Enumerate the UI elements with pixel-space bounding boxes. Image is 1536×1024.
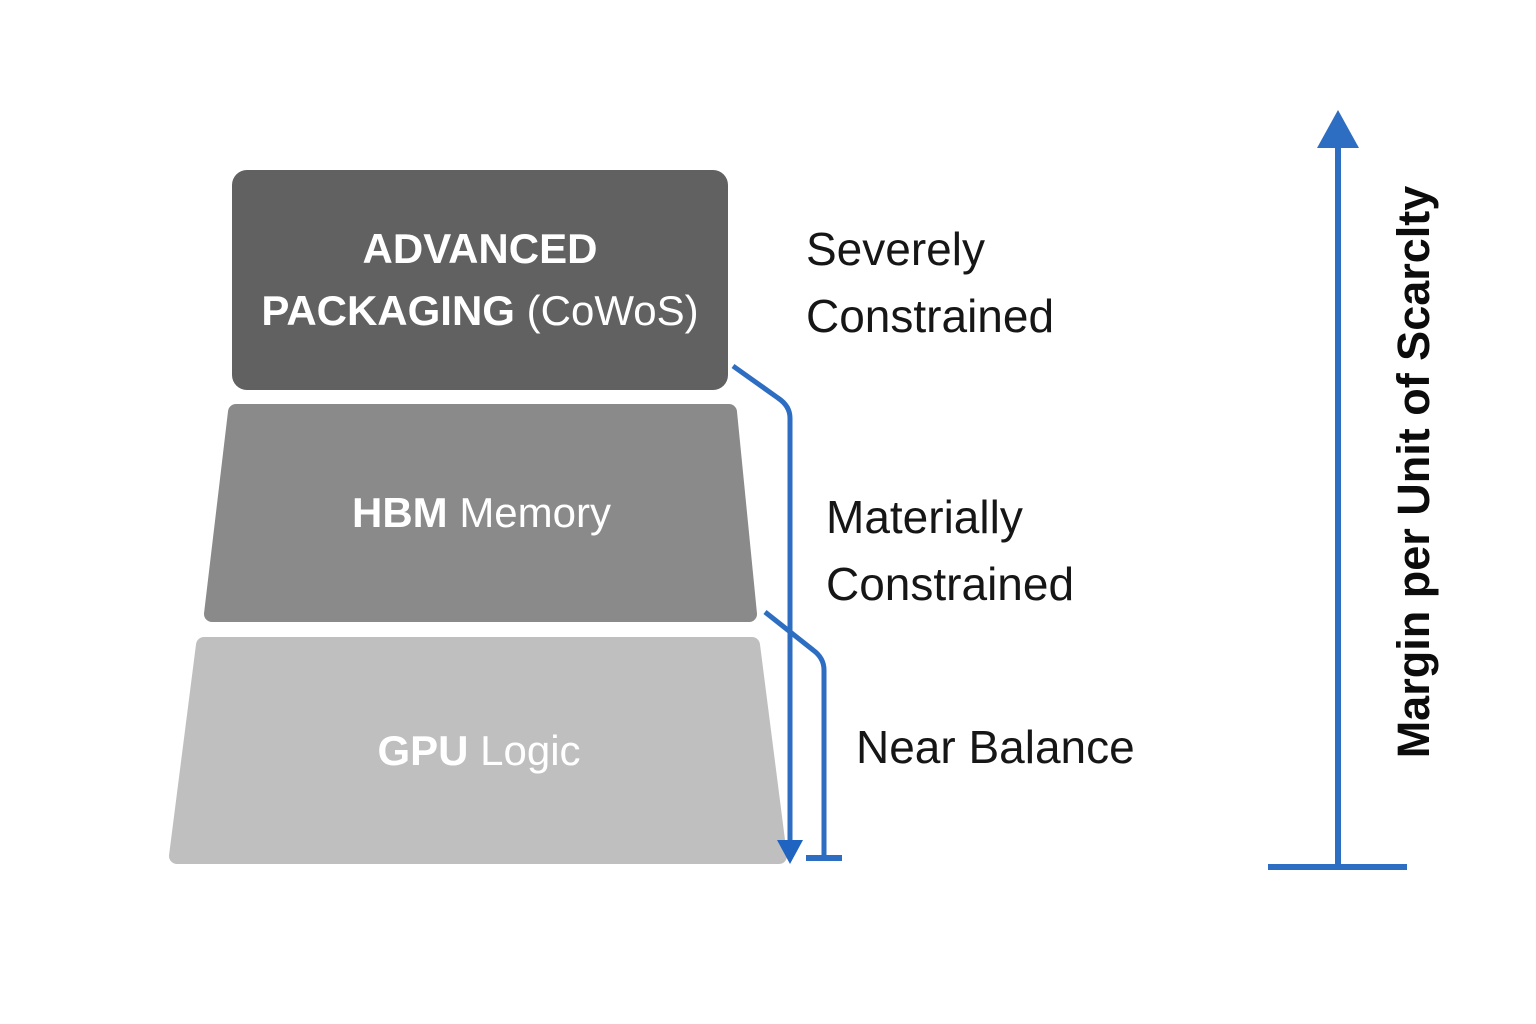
status-label-materially-constrained: Materially Constrained (826, 484, 1074, 618)
axis-label-margin-per-unit-of-scarcity: Margin per Unit of Scarclty (1388, 185, 1439, 759)
status-label-near-balance: Near Balance (856, 714, 1135, 781)
connector-line-top-block (731, 363, 793, 841)
gpu-logic-block (169, 637, 787, 864)
status-label-severely-constrained: Severely Constrained (806, 216, 1054, 350)
status-line: Constrained (806, 290, 1055, 342)
status-line: Materially (826, 491, 1023, 543)
down-arrowhead-icon (777, 840, 803, 864)
connector-line-middle-block (763, 610, 827, 856)
status-line: Near Balance (856, 721, 1135, 773)
advanced-packaging-block (232, 170, 728, 390)
up-arrowhead-icon (1317, 110, 1359, 148)
hbm-memory-block (204, 404, 757, 622)
status-line: Severely (806, 223, 985, 275)
status-line: Constrained (826, 558, 1075, 610)
